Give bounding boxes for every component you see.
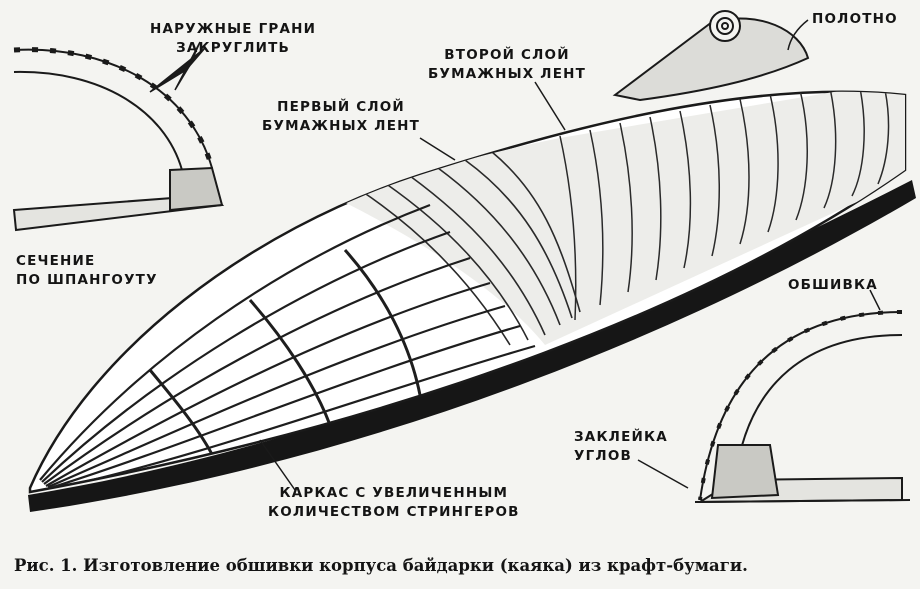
leader-lines [149, 19, 881, 491]
paper-strips-second-layer [559, 91, 890, 321]
paper-strips-first-layer [359, 151, 581, 346]
cross-section-upper [12, 47, 225, 232]
label-skin: ОБШИВКА [788, 277, 878, 293]
label-cloth: ПОЛОТНО [812, 11, 898, 27]
cross-section-lower [694, 310, 911, 504]
keel-shadow [28, 180, 916, 512]
cloth-sheet [612, 17, 810, 102]
figure-caption: Рис. 1. Изготовление обшивки корпуса бай… [14, 556, 748, 575]
cloth-roll [709, 10, 741, 42]
frame-ribs [148, 249, 422, 461]
paper-covered-area [340, 91, 905, 345]
